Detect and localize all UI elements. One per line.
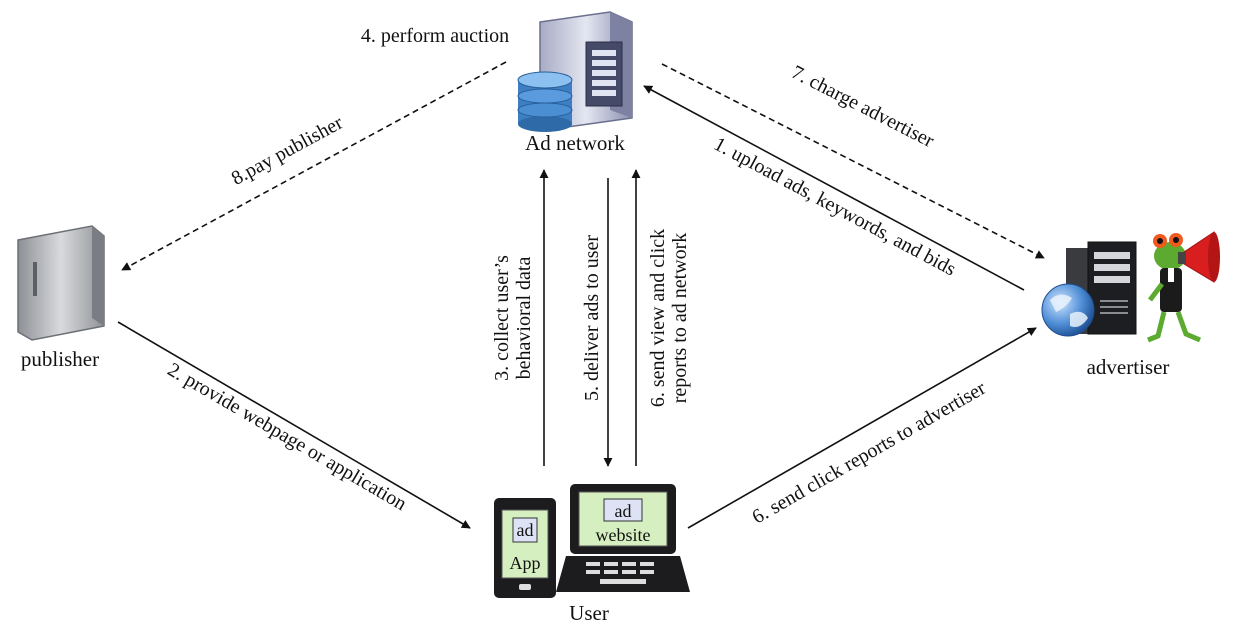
arrow-click-reports-advertiser [687,327,1037,529]
laptop-ad-label: ad [615,501,632,521]
megaphone-icon [1178,231,1220,283]
arrow-pay-publisher [121,61,507,271]
phone-app-label: App [510,553,541,573]
step3-label-line1: 3. collect user’s [491,255,513,381]
step4-label: 4. perform auction [361,25,509,47]
ad-network-label: Ad network [525,131,625,155]
step5-label: 5. deliver ads to user [581,235,603,401]
laptop-website-label: website [596,525,651,545]
step2-label: 2. provide webpage or application [164,359,411,516]
advertiser-label: advertiser [1087,355,1170,379]
phone-ad-label: ad [517,520,534,540]
step6b-label: 6. send click reports to advertiser [748,377,989,529]
step6-label-line1: 6. send view and click [647,229,669,407]
step7-label: 7. charge advertiser [788,61,938,152]
user-label: User [569,601,609,625]
arrow-upload-ads [643,85,1025,291]
globe-icon [1041,283,1095,337]
laptop-icon: ad website [556,484,690,592]
arrow-charge-advertiser [661,63,1045,259]
publisher-label: publisher [21,347,99,371]
arrow-provide-webpage [117,321,471,529]
step8-label: 8.pay publisher [228,111,347,189]
step3-label-line2: behavioral data [513,257,535,380]
database-icon [517,71,573,132]
step1-label: 1. upload ads, keywords, and bids [710,133,959,281]
publisher-server-icon [17,225,105,341]
phone-icon: ad App [494,498,556,598]
step6-label-line2: reports to ad network [669,233,691,404]
